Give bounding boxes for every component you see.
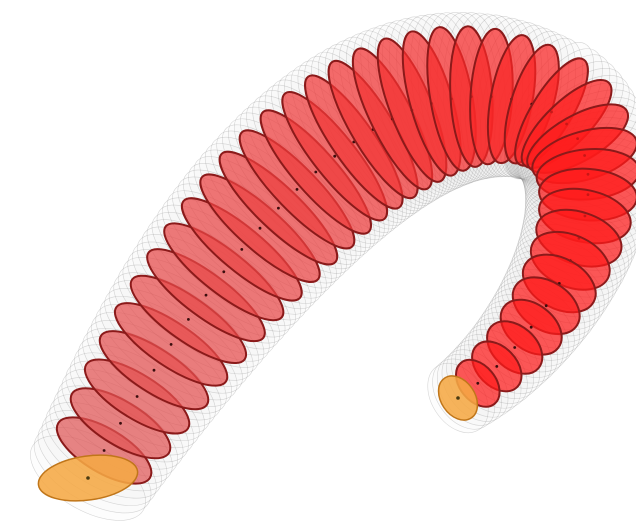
- center-point: [495, 365, 499, 368]
- endpoint-center-point: [456, 396, 460, 400]
- center-point: [513, 346, 517, 349]
- center-point: [476, 381, 480, 385]
- center-point: [295, 188, 299, 191]
- center-point: [333, 154, 337, 158]
- center-point: [544, 304, 548, 308]
- center-point: [152, 368, 156, 372]
- center-point: [135, 395, 139, 398]
- center-point: [258, 226, 262, 230]
- center-point: [277, 206, 280, 210]
- center-point: [222, 270, 226, 274]
- center-point: [240, 248, 244, 251]
- center-point: [187, 318, 190, 321]
- endpoint-ellipses: [37, 375, 479, 502]
- center-point: [102, 449, 106, 452]
- center-point: [529, 325, 533, 329]
- cross-section-ellipses: [55, 25, 636, 485]
- center-point: [204, 293, 208, 297]
- center-point: [314, 170, 318, 174]
- endpoint-center-point: [86, 476, 90, 480]
- center-point: [169, 343, 173, 346]
- center-point: [119, 421, 122, 425]
